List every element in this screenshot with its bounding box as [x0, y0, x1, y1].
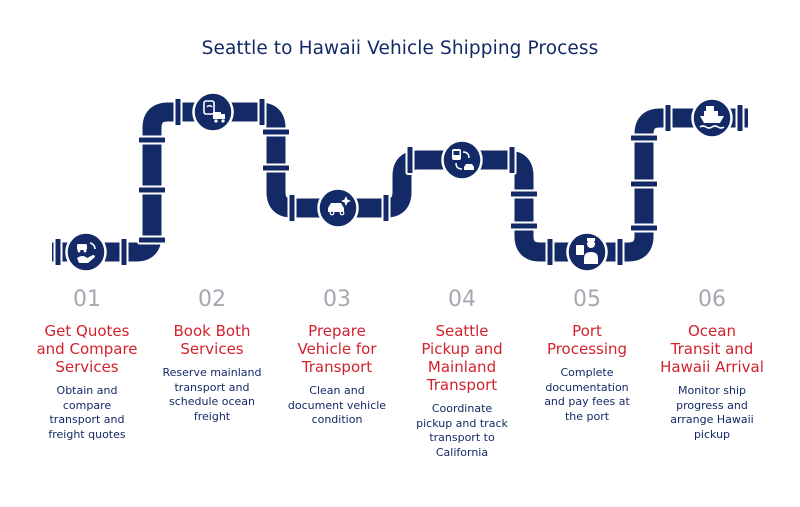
step-number: 03: [323, 287, 351, 312]
car-sparkle-icon: [328, 196, 351, 216]
step-node-2: [192, 91, 234, 133]
bus-car-transfer-icon: [452, 149, 474, 170]
pipe-joint: [381, 193, 391, 223]
pipe-joint: [137, 235, 167, 245]
pipe-joint: [53, 237, 63, 267]
pipe-joint: [261, 127, 291, 137]
pipe-joint: [137, 135, 167, 145]
pipe-joint: [137, 185, 167, 195]
pipe-joint: [509, 189, 539, 199]
pipe-joint: [509, 221, 539, 231]
step-number: 01: [73, 287, 101, 312]
pipe-joint: [629, 223, 659, 233]
page-title: Seattle to Hawaii Vehicle Shipping Proce…: [201, 38, 599, 59]
step-node-5: [566, 231, 608, 273]
pipe-joint: [287, 193, 297, 223]
step-node-6: [691, 97, 733, 139]
step-node-3: [317, 187, 359, 229]
pipe-joint: [507, 145, 517, 175]
pipe-joint: [615, 237, 625, 267]
pipe-joint: [405, 145, 415, 175]
pipe-joint: [629, 179, 659, 189]
pipeline-path: [52, 102, 748, 262]
step-number: 05: [573, 287, 601, 312]
step-node-1: [65, 231, 107, 273]
car-exchange-hand-icon: [77, 242, 96, 263]
pipe-joint: [663, 103, 673, 133]
pipe-joint: [735, 103, 745, 133]
pipe-joint: [119, 237, 129, 267]
booking-truck-icon: [203, 100, 225, 123]
step-number: 04: [448, 287, 476, 312]
pipe-joint: [173, 97, 183, 127]
pipe-joint: [257, 97, 267, 127]
pipe-joint: [545, 237, 555, 267]
port-officer-icon: [576, 238, 598, 264]
pipe-joint: [261, 163, 291, 173]
pipe-joint: [629, 133, 659, 143]
step-node-4: [441, 139, 483, 181]
step-number: 02: [198, 287, 226, 312]
ship-icon: [699, 106, 725, 129]
step-number: 06: [698, 287, 726, 312]
